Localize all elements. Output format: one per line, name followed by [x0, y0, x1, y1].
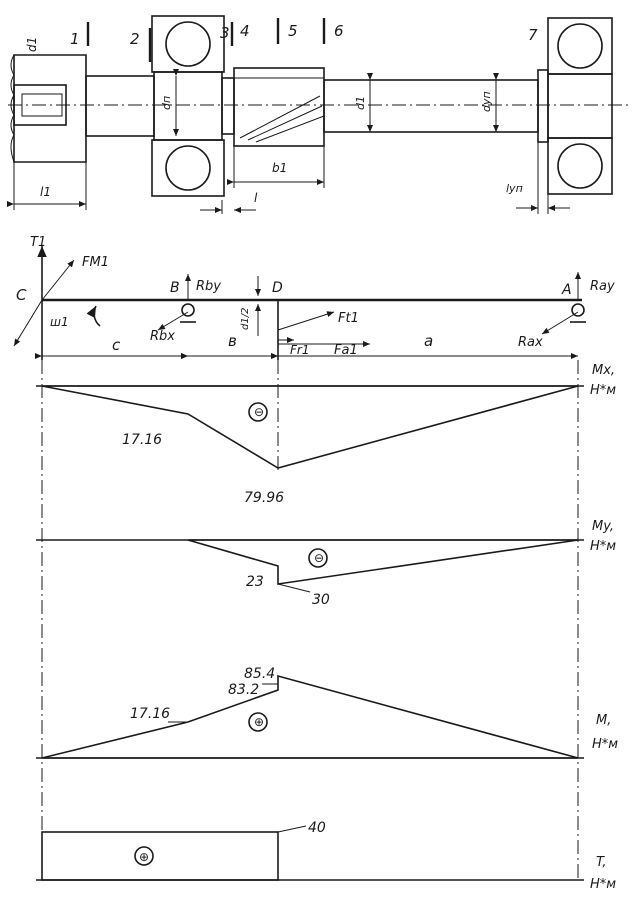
diagram-my: ⊖ 23 30 My, Н*м	[36, 519, 616, 608]
label-T1: T1	[30, 235, 46, 250]
m-label-85: 85.4	[244, 666, 275, 682]
dim-d1-left: d1	[25, 37, 39, 52]
t-sign: ⊕	[139, 850, 149, 864]
t-unit: Н*м	[590, 877, 616, 892]
label-Ray: Ray	[590, 279, 615, 294]
gear-teeth	[239, 95, 325, 143]
projection-lines	[41, 360, 579, 880]
label-Rbx: Rbx	[150, 329, 175, 344]
gear-hatch	[233, 67, 325, 79]
label-FM1: FM1	[82, 255, 109, 270]
shaft-end	[85, 75, 155, 137]
diagram-t: ⊕ 40 T, Н*м	[36, 820, 616, 892]
m-unit: Н*м	[592, 737, 618, 752]
label-Rby: Rby	[196, 279, 221, 294]
dim-dn: dп	[160, 96, 173, 110]
label-B: B	[170, 280, 180, 296]
dim-lup: lуп	[506, 182, 523, 195]
bearing-right	[547, 17, 613, 195]
pos-6: 6	[334, 22, 344, 40]
label-d1-2: d1/2	[240, 308, 251, 330]
support-a	[571, 303, 585, 317]
my-unit: Н*м	[590, 539, 616, 554]
load-scheme: T1 FM1 C ш1 B Rby Rbx D d1/2 Ft1 Fr1 Fa1…	[13, 235, 615, 360]
shaft-collar	[221, 77, 235, 135]
pos-7: 7	[528, 26, 538, 44]
t-label-40: 40	[308, 820, 326, 836]
label-Fa1: Fa1	[334, 343, 358, 358]
dim-dup: dуп	[480, 91, 493, 112]
m-label-83: 83.2	[228, 682, 259, 698]
label-Fr1: Fr1	[290, 343, 309, 357]
label-D: D	[272, 280, 283, 296]
label-a: a	[424, 332, 433, 350]
key-left	[21, 93, 63, 117]
mx-sign: ⊖	[254, 405, 264, 419]
dim-l: l	[254, 191, 258, 205]
mx-axis: Mx,	[592, 363, 615, 378]
break-line	[10, 54, 15, 163]
assembly-drawing: 1 2 3 4 5 6 7 dп d1 dуп d1 l1 b1 l lуп	[7, 15, 628, 214]
my-label-30: 30	[312, 592, 330, 608]
diagram-mx: ⊖ 17.16 79.96 Mx, Н*м	[36, 363, 616, 506]
my-axis: My,	[592, 519, 614, 534]
label-Rax: Rax	[518, 335, 543, 350]
support-b	[181, 303, 195, 317]
pos-1: 1	[70, 30, 80, 48]
coupling-hub	[13, 54, 87, 163]
mx-label-b: 17.16	[122, 432, 162, 448]
m-sign: ⊕	[254, 715, 264, 729]
label-Ft1: Ft1	[338, 311, 359, 326]
dim-l1: l1	[40, 185, 51, 199]
dim-b1: b1	[272, 161, 287, 175]
bearing-left	[148, 15, 225, 197]
t-axis: T,	[596, 855, 607, 870]
coupling-bore	[13, 84, 67, 126]
pos-5: 5	[288, 22, 298, 40]
label-b: в	[228, 332, 237, 350]
mx-label-d: 79.96	[244, 490, 284, 506]
my-sign: ⊖	[314, 551, 324, 565]
pos-3: 3	[220, 24, 230, 42]
label-c: c	[112, 336, 121, 354]
right-spacer	[537, 69, 549, 143]
m-label-b: 17.16	[130, 706, 170, 722]
shaft-right-seat	[547, 73, 613, 139]
pos-4: 4	[240, 22, 250, 40]
m-axis: M,	[596, 713, 611, 728]
label-C: C	[16, 286, 27, 304]
label-A: A	[561, 282, 572, 298]
label-w1: ш1	[50, 315, 69, 329]
diagram-m: ⊕ 17.16 83.2 85.4 M, Н*м	[36, 666, 618, 759]
dim-d1-mid: d1	[354, 96, 367, 110]
mx-unit: Н*м	[590, 383, 616, 398]
my-label-23: 23	[246, 574, 264, 590]
pos-2: 2	[130, 30, 140, 48]
